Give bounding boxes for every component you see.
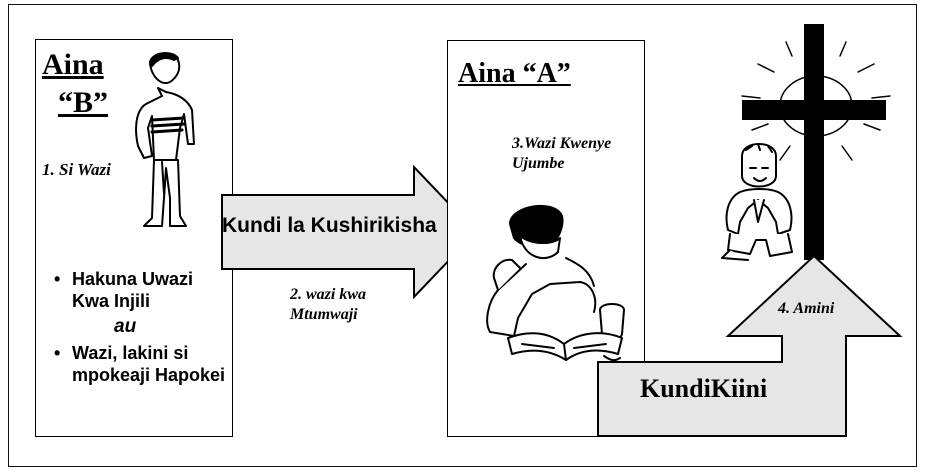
arrow-right-step: 4. Amini [778,300,835,317]
panel-b-title-line2: “B” [58,86,109,119]
panel-b-title-line1: Aina [42,48,104,81]
arrow-middle-label: Kundi la Kushirikisha [222,214,437,237]
arrow-middle-step: 2. wazi kwa Mtumwaji [290,286,367,323]
reading-man-icon [486,204,625,362]
arrow-kundi-kiini [597,254,903,437]
panel-b-bullets-2: Wazi, lakini si mpokeaji Hapokei [52,342,234,386]
standing-man-icon [135,52,195,227]
cross-icon [742,24,886,260]
panel-b-connector: au [114,316,137,337]
arrow-kundi-la-kushirikisha [221,165,478,299]
panel-b-bullets: Hakuna Uwazi Kwa Injili [52,268,234,312]
bullet-item: Hakuna Uwazi Kwa Injili [52,268,234,312]
praying-man-icon [721,143,793,261]
panel-a-step-label: 3.Wazi Kwenye Ujumbe [512,135,612,172]
arrow-right-label: KundiKiini [640,374,768,403]
panel-a-title: Aina “A” [458,58,571,89]
outer-frame [8,4,917,467]
panel-b-step-label: 1. Si Wazi [42,160,111,179]
bullet-item: Wazi, lakini si mpokeaji Hapokei [52,342,234,386]
